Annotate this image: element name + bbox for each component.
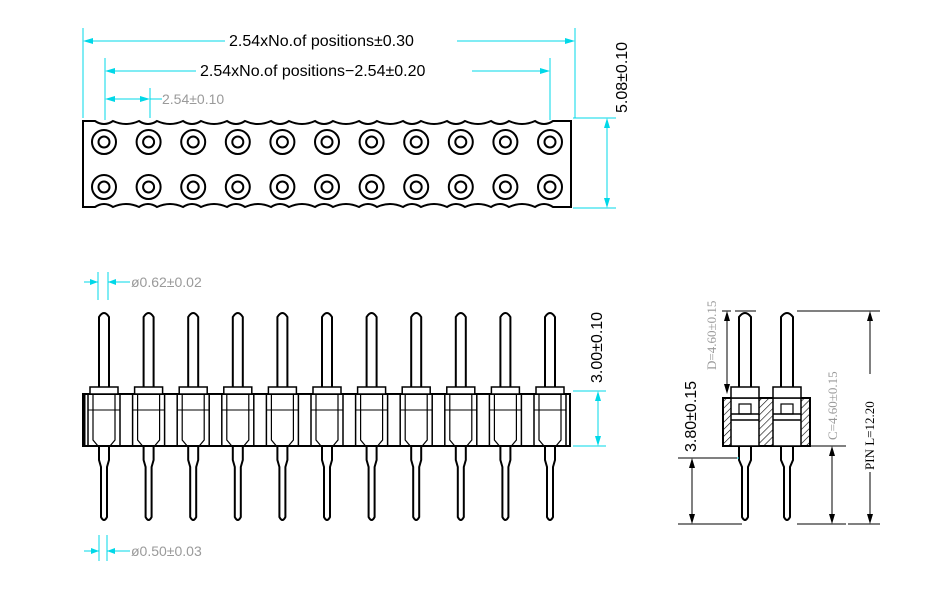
front-pin (410, 312, 423, 521)
front-view: ø0.62±0.02 ø0.50±0.03 3.00±0.10 (82, 272, 606, 561)
front-cell (488, 386, 523, 447)
front-cell (265, 386, 300, 447)
lower-pin-diameter-label: ø0.50±0.03 (131, 543, 202, 559)
top-view: 2.54xNo.of positions±0.30 2.54xNo.of pos… (82, 28, 631, 209)
front-pin (98, 312, 110, 521)
body-height-label: 3.80±0.15 (683, 381, 700, 452)
pitch-span-label: 2.54xNo.of positions−2.54±0.20 (200, 63, 425, 80)
front-cell (533, 386, 567, 447)
socket-hole (492, 129, 519, 155)
socket-hole (135, 129, 162, 155)
socket-hole (537, 129, 563, 155)
socket-hole (314, 174, 340, 200)
socket-hole (135, 174, 162, 200)
socket-hole (269, 174, 296, 200)
front-pin (231, 312, 244, 521)
socket-hole (447, 129, 474, 155)
front-pin (544, 312, 556, 521)
upper-pin-diameter-label: ø0.62±0.02 (131, 274, 202, 290)
overall-length-label: 2.54xNo.of positions±0.30 (229, 33, 414, 50)
front-pin (142, 312, 155, 521)
socket-hole (91, 174, 117, 200)
front-cell (354, 386, 389, 447)
front-cell (444, 386, 478, 447)
front-view-body (82, 393, 571, 447)
socket-hole (403, 174, 430, 200)
socket-hole (492, 174, 519, 200)
front-pin (321, 312, 333, 521)
socket-hole (358, 129, 385, 155)
front-cell (310, 386, 344, 447)
front-cell (176, 386, 210, 447)
pin-C-label: C=4.60±0.15 (825, 371, 840, 440)
front-pin (187, 312, 200, 521)
socket-hole (403, 129, 430, 155)
front-cell (399, 386, 433, 447)
pitch-label: 2.54±0.10 (162, 91, 224, 107)
socket-hole (91, 129, 117, 155)
socket-hole (224, 129, 251, 155)
pin-length-label: PIN L=12.20 (862, 401, 877, 470)
pin-D-label: D=4.60±0.15 (704, 301, 719, 370)
socket-hole (358, 174, 385, 200)
socket-hole (269, 129, 296, 155)
width-label: 5.08±0.10 (614, 42, 631, 113)
front-pin (276, 312, 289, 521)
front-view-cells (87, 386, 567, 447)
front-view-pins (98, 312, 556, 521)
side-view: 3.80±0.15 D=4.60±0.15 C=4.60±0.15 PIN L=… (678, 301, 880, 525)
socket-hole (314, 129, 340, 155)
front-cell (87, 386, 121, 447)
front-pin (499, 312, 512, 521)
front-cell (221, 386, 255, 447)
front-cell (131, 386, 166, 447)
front-pin (365, 312, 378, 521)
socket-hole (180, 174, 207, 200)
socket-hole (447, 174, 474, 200)
top-view-holes (91, 129, 563, 200)
socket-hole (537, 174, 563, 200)
top-view-body (82, 119, 572, 209)
front-pin (454, 312, 467, 521)
socket-hole (224, 174, 251, 200)
socket-hole (180, 129, 207, 155)
pin-above-height-label: 3.00±0.10 (589, 312, 606, 383)
